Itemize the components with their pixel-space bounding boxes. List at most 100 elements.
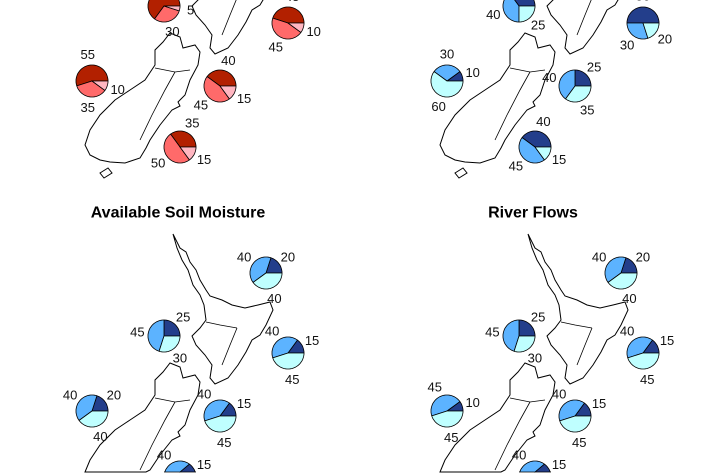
pie-label-below-normal: 20 <box>658 31 672 46</box>
pie-label-below-normal: 35 <box>580 103 594 118</box>
nz-map-outline <box>439 233 629 473</box>
pie-label-above-normal: 10 <box>465 65 479 80</box>
region-boundary <box>576 0 592 36</box>
pie-nw: 354025 <box>486 0 545 33</box>
region-boundary <box>509 397 546 403</box>
pie-label-below-normal: 40 <box>93 429 107 444</box>
pie-slice-near-normal <box>203 76 230 103</box>
pie-label-above-normal: 15 <box>592 396 606 411</box>
pie-slice-below-normal <box>518 5 536 23</box>
pie-label-near-normal: 40 <box>237 250 251 265</box>
pie-label-near-normal: 30 <box>620 37 634 52</box>
pie-slice-above-normal <box>642 339 660 354</box>
pie-label-near-normal: 40 <box>63 388 77 403</box>
pie-slice-near-normal <box>164 460 191 473</box>
pie-label-above-normal: 20 <box>636 250 650 265</box>
region-boundary <box>221 327 238 366</box>
pie-label-above-normal: 40 <box>536 114 550 129</box>
pie-label-above-normal: 45 <box>285 0 299 4</box>
pie-slice-near-normal <box>518 137 545 164</box>
pie-label-below-normal: 45 <box>572 435 586 450</box>
pie-slice-above-normal <box>287 339 305 354</box>
pie-slice-near-normal <box>163 133 190 164</box>
pie-slice-above-normal <box>521 130 552 148</box>
coastline <box>99 167 113 179</box>
pie-label-above-normal: 40 <box>221 53 235 68</box>
pie-slice-above-normal <box>626 6 660 24</box>
region-boundary <box>154 67 191 73</box>
pie-slice-above-normal <box>147 0 181 20</box>
region-boundary <box>221 0 237 36</box>
pie-slice-below-normal <box>607 272 638 290</box>
pie-label-below-normal: 45 <box>444 430 458 445</box>
coastline <box>191 0 264 55</box>
pie-slice-above-normal <box>574 402 592 417</box>
pie-label-above-normal: 50 <box>636 0 650 4</box>
pie-label-above-normal: 35 <box>185 115 199 130</box>
pie-label-below-normal: 15 <box>197 152 211 167</box>
coastline <box>439 32 556 164</box>
pie-label-below-normal: 60 <box>431 99 445 114</box>
pie-label-below-normal: 30 <box>528 350 542 365</box>
pie-label-near-normal: 30 <box>440 47 454 62</box>
region-boundary <box>494 401 531 471</box>
pie-slice-below-normal <box>204 415 237 433</box>
region-boundary <box>139 71 176 141</box>
pie-label-near-normal: 40 <box>542 70 556 85</box>
pie-slice-below-normal <box>513 335 536 353</box>
pie-label-near-normal: 45 <box>485 324 499 339</box>
pie-label-below-normal: 45 <box>640 372 654 387</box>
pie-label-below-normal: 40 <box>267 291 281 306</box>
pie-label-near-normal: 45 <box>428 379 442 394</box>
pie-slice-below-normal <box>179 146 197 161</box>
region-boundary <box>494 71 531 141</box>
pie-w: 20 40 40 <box>63 388 121 445</box>
pie-label-near-normal: 40 <box>512 448 526 463</box>
pie-slice-near-normal <box>430 394 461 417</box>
pie-slice-below-normal <box>158 335 181 353</box>
panel-top-right: 354025503020103060254035404515 <box>430 0 672 179</box>
coastline <box>527 233 629 385</box>
pie-slice-near-normal <box>271 336 298 359</box>
pie-e: 50 30 20 <box>620 0 672 52</box>
pie-label-below-normal: 10 <box>306 24 320 39</box>
pie-label-above-normal: 10 <box>465 395 479 410</box>
pie-w: 10 45 45 <box>428 379 480 445</box>
pie-slice-near-normal <box>626 336 653 359</box>
coastline <box>84 32 201 164</box>
pie-slice-near-normal <box>76 80 106 98</box>
pie-slice-above-normal <box>206 69 237 87</box>
pie-slice-near-normal <box>558 399 585 422</box>
pie-c: 15 40 45 <box>552 387 606 451</box>
pie-label-above-normal: 15 <box>552 457 566 472</box>
pie-slice-near-normal <box>558 69 576 100</box>
pie-slice-near-normal <box>154 5 180 23</box>
pie-label-below-normal: 15 <box>237 91 251 106</box>
pie-slice-near-normal <box>271 17 302 40</box>
pie-slice-above-normal <box>518 319 536 337</box>
pie-label-above-normal: 20 <box>107 388 121 403</box>
pie-slice-below-normal <box>163 5 181 12</box>
pie-label-near-normal: 40 <box>552 387 566 402</box>
pie-slice-near-normal <box>604 256 627 283</box>
pie-label-near-normal: 45 <box>509 159 523 174</box>
pie-slice-near-normal <box>249 256 272 283</box>
pie-label-near-normal: 30 <box>165 24 179 39</box>
pie-slice-above-normal <box>163 319 181 337</box>
pie-slice-above-normal <box>533 463 551 473</box>
pie-slice-below-normal <box>78 410 109 428</box>
coastline <box>439 362 556 473</box>
nz-map-outline <box>439 0 619 179</box>
panel-title: Available Soil Moisture <box>91 205 266 222</box>
pie-e: 454510 <box>269 0 321 55</box>
pie-slice-near-normal <box>502 0 520 23</box>
pie-label-near-normal: 35 <box>81 100 95 115</box>
